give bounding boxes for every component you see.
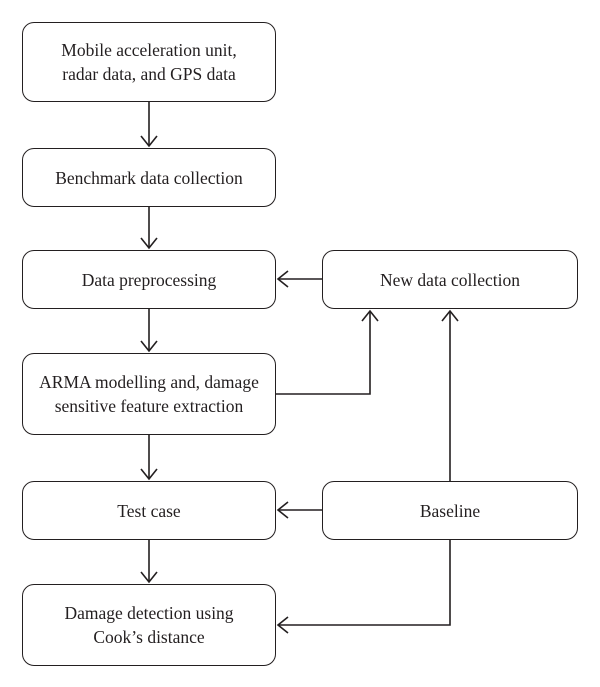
node-test-case-label: Test case <box>117 500 181 521</box>
edge-arma-to-newdata <box>276 309 379 395</box>
node-new-data-label: New data collection <box>380 269 520 290</box>
node-damage-detection: Damage detection using Cook’s distance <box>22 584 276 666</box>
edge-newdata-to-preprocessing <box>276 270 322 288</box>
node-test-case: Test case <box>22 481 276 540</box>
edge-testcase-to-damage <box>140 540 158 584</box>
node-baseline: Baseline <box>322 481 578 540</box>
edge-baseline-to-damage <box>276 540 451 634</box>
node-preprocessing-label: Data preprocessing <box>81 269 217 290</box>
node-benchmark-label: Benchmark data collection <box>55 167 243 188</box>
node-damage-detection-label: Damage detection using Cook’s distance <box>64 603 234 647</box>
node-mobile-acceleration-unit: Mobile acceleration unit, radar data, an… <box>22 22 276 102</box>
node-new-data-collection: New data collection <box>322 250 578 309</box>
node-mobile-label: Mobile acceleration unit, radar data, an… <box>61 40 237 84</box>
node-arma-label: ARMA modelling and, damage sensitive fea… <box>39 372 259 416</box>
node-baseline-label: Baseline <box>419 500 481 521</box>
edge-baseline-to-testcase <box>276 501 322 519</box>
edge-baseline-to-newdata <box>441 309 459 481</box>
node-data-preprocessing: Data preprocessing <box>22 250 276 309</box>
node-arma-modelling: ARMA modelling and, damage sensitive fea… <box>22 353 276 435</box>
edge-benchmark-to-preprocessing <box>140 207 158 250</box>
edge-mobile-to-benchmark <box>140 102 158 148</box>
edge-arma-to-testcase <box>140 435 158 481</box>
node-benchmark-data-collection: Benchmark data collection <box>22 148 276 207</box>
edge-preprocessing-to-arma <box>140 309 158 353</box>
